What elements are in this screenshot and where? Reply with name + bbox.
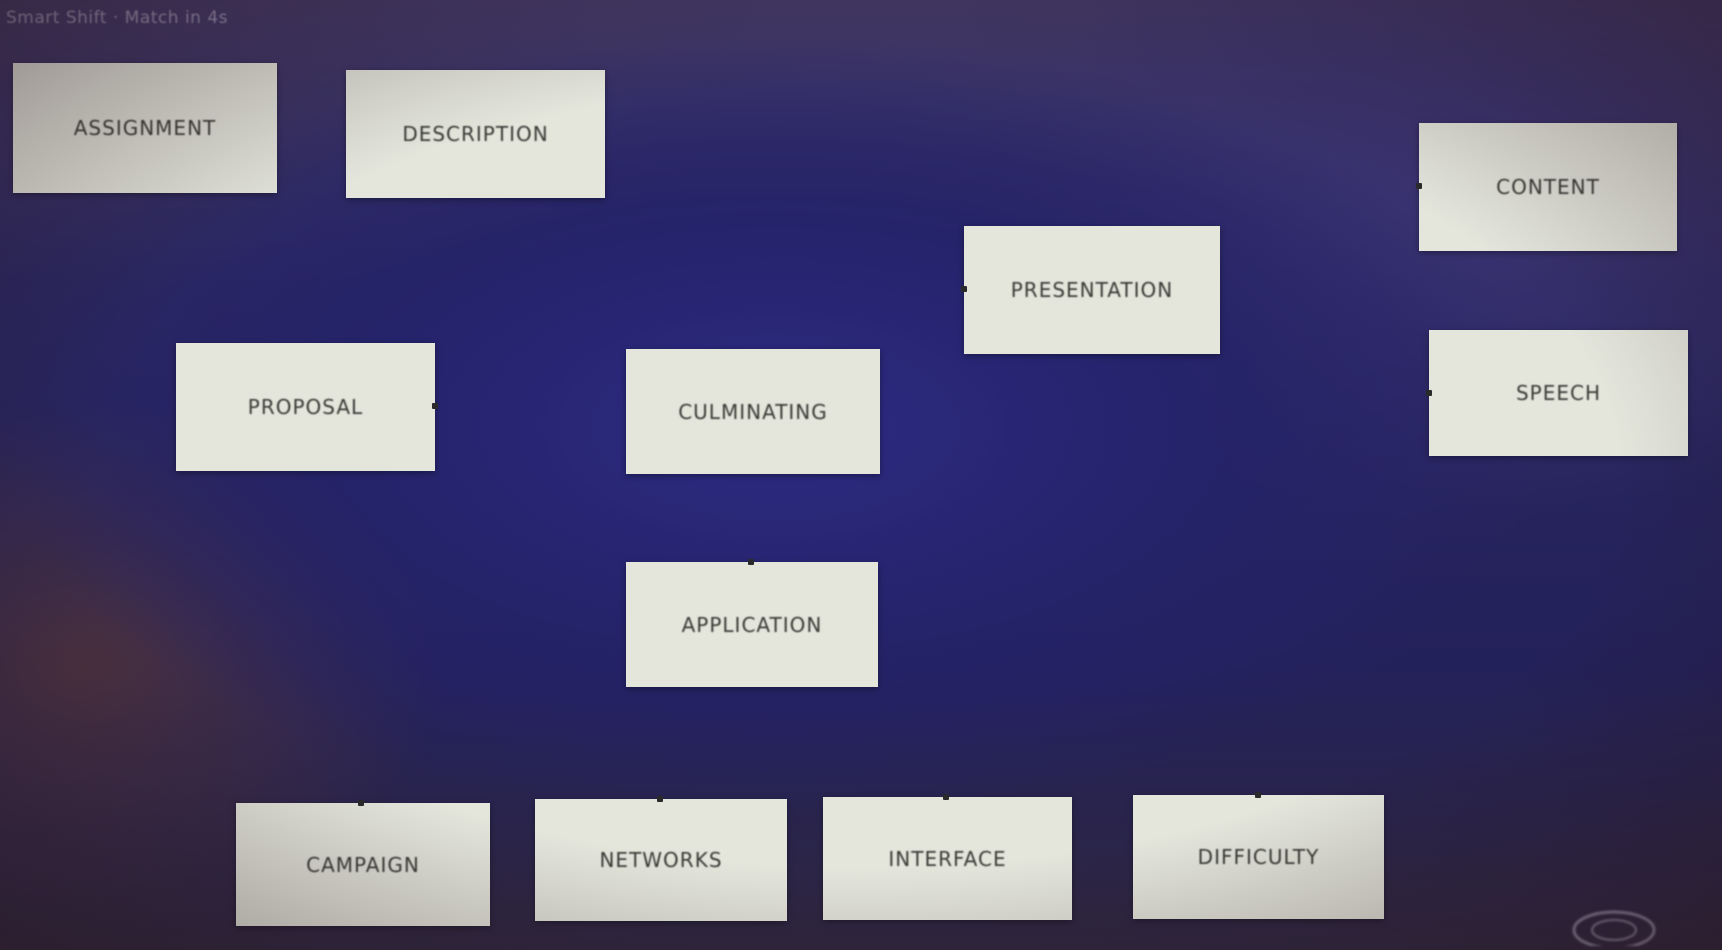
word-card-description[interactable]: DESCRIPTION [346, 70, 605, 198]
header-caption: Smart Shift · Match in 4s [6, 8, 229, 28]
card-connector [432, 403, 438, 409]
card-connector [657, 796, 663, 802]
word-card-interface[interactable]: INTERFACE [823, 794, 1072, 920]
word-card-label: DESCRIPTION [402, 122, 549, 146]
card-connector [1426, 390, 1432, 396]
word-card-label: CONTENT [1496, 175, 1600, 199]
card-connector [1416, 183, 1422, 189]
word-card-label: ASSIGNMENT [73, 116, 217, 140]
word-card-label: INTERFACE [888, 846, 1007, 871]
word-card-label: PRESENTATION [1010, 278, 1174, 302]
word-card-label: CAMPAIGN [306, 852, 420, 877]
word-card-label: APPLICATION [681, 612, 823, 637]
watermark-logo-icon [1572, 910, 1656, 946]
card-connector [943, 794, 949, 800]
word-card-label: NETWORKS [599, 848, 723, 872]
word-card-networks[interactable]: NETWORKS [535, 796, 787, 921]
word-card-label: CULMINATING [678, 399, 828, 424]
card-connector [961, 286, 967, 292]
word-card-difficulty[interactable]: DIFFICULTY [1133, 792, 1384, 919]
word-card-label: DIFFICULTY [1197, 845, 1320, 869]
word-card-assignment[interactable]: ASSIGNMENT [13, 63, 277, 193]
card-connector [1255, 792, 1261, 798]
word-card-content[interactable]: CONTENT [1416, 123, 1677, 251]
word-card-application[interactable]: APPLICATION [626, 559, 878, 687]
word-card-speech[interactable]: SPEECH [1426, 330, 1688, 456]
word-card-presentation[interactable]: PRESENTATION [961, 226, 1220, 354]
word-card-proposal[interactable]: PROPOSAL [176, 343, 438, 471]
word-card-label: PROPOSAL [247, 395, 364, 419]
card-connector [748, 559, 754, 565]
word-card-campaign[interactable]: CAMPAIGN [236, 800, 490, 926]
word-card-culminating[interactable]: CULMINATING [626, 349, 880, 474]
word-card-label: SPEECH [1515, 381, 1602, 405]
card-connector [358, 800, 364, 806]
